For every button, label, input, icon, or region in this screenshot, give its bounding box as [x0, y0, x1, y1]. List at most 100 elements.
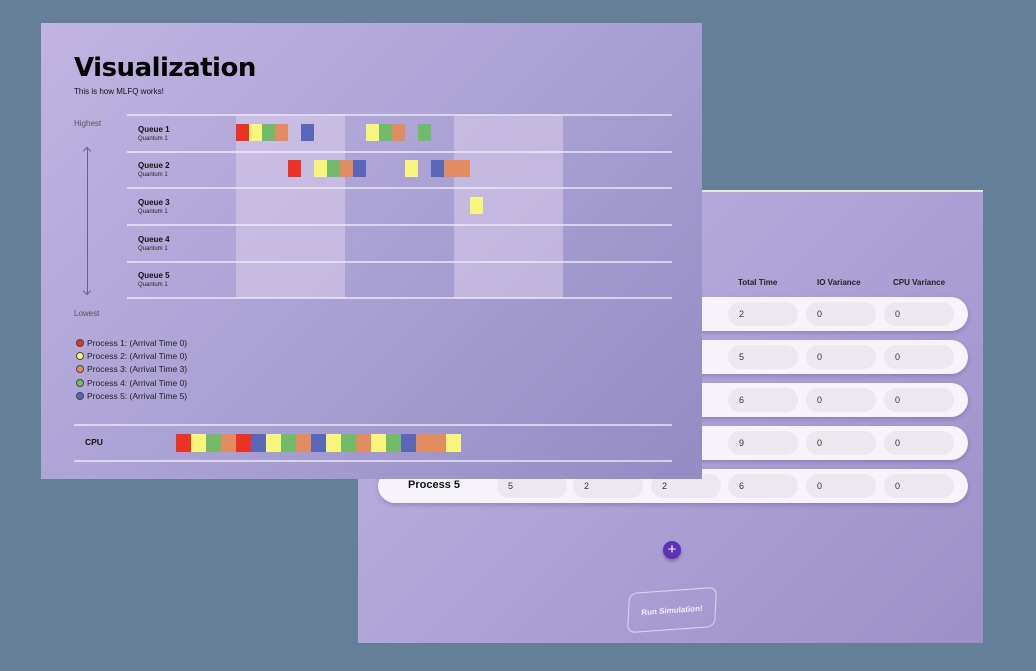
queue-name: Queue 3	[138, 198, 170, 207]
cpu-block-p2	[371, 434, 386, 452]
table-cell[interactable]: 0	[806, 345, 876, 369]
cpu-block-p2	[326, 434, 341, 452]
legend-label: Process 4: (Arrival Time 0)	[87, 377, 188, 388]
table-cell[interactable]: 0	[884, 474, 954, 498]
table-cell[interactable]: 0	[884, 431, 954, 455]
process-block-p2	[405, 160, 418, 177]
legend-item: Process 5: (Arrival Time 5)	[76, 391, 187, 401]
legend-dot-icon	[76, 339, 84, 347]
cpu-block-p5	[401, 434, 416, 452]
process-block-p4	[379, 124, 392, 141]
queue-quantum: Quantum 1	[138, 136, 168, 142]
legend-item: Process 4: (Arrival Time 0)	[76, 378, 187, 388]
queue-name: Queue 2	[138, 161, 170, 170]
cpu-block-p5	[251, 434, 266, 452]
cpu-block-p2	[191, 434, 206, 452]
process-block-p5	[301, 124, 314, 141]
process-block-p3	[340, 160, 353, 177]
process-block-p2	[470, 197, 483, 214]
process-block-p5	[353, 160, 366, 177]
cpu-label: CPU	[85, 437, 103, 447]
process-block-p2	[314, 160, 327, 177]
page-title: Visualization	[74, 53, 256, 83]
process-block-p5	[431, 160, 444, 177]
queue-divider	[127, 224, 672, 226]
cpu-block-p3	[431, 434, 446, 452]
header-cpu-variance: CPU Variance	[893, 278, 946, 287]
process-block-p1	[236, 124, 249, 141]
divider	[74, 424, 672, 426]
cpu-block-p2	[446, 434, 461, 452]
lowest-label: Lowest	[74, 309, 100, 318]
legend-label: Process 5: (Arrival Time 5)	[87, 390, 188, 401]
priority-arrow-icon	[87, 148, 88, 294]
page-subtitle: This is how MLFQ works!	[74, 87, 164, 96]
cpu-block-p4	[281, 434, 296, 452]
header-io-variance: IO Variance	[817, 278, 861, 287]
process-block-p2	[249, 124, 262, 141]
queue-name: Queue 5	[138, 271, 170, 280]
table-cell[interactable]: 0	[884, 302, 954, 326]
queue-quantum: Quantum 1	[138, 246, 168, 252]
visualization-panel: Visualization This is how MLFQ works! Hi…	[41, 23, 702, 479]
queue-name: Queue 1	[138, 125, 170, 134]
queue-divider	[127, 114, 672, 116]
legend-item: Process 3: (Arrival Time 3)	[76, 364, 187, 374]
process-block-p3	[457, 160, 470, 177]
cpu-block-p3	[221, 434, 236, 452]
queue-quantum: Quantum 1	[138, 209, 168, 215]
table-cell[interactable]: 0	[806, 431, 876, 455]
process-name: Process 5	[408, 479, 460, 491]
table-cell[interactable]: 5	[728, 345, 798, 369]
legend-item: Process 2: (Arrival Time 0)	[76, 351, 187, 361]
process-block-p3	[275, 124, 288, 141]
queue-divider	[127, 151, 672, 153]
legend-dot-icon	[76, 378, 84, 387]
table-cell[interactable]: 0	[806, 388, 876, 412]
process-block-p4	[418, 124, 431, 141]
divider	[74, 460, 672, 462]
run-simulation-button[interactable]: Run Simulation!	[626, 586, 718, 634]
legend-item: Process 1: (Arrival Time 0)	[76, 338, 187, 348]
queue-divider	[127, 261, 672, 263]
process-block-p1	[288, 160, 301, 177]
cpu-block-p4	[206, 434, 221, 452]
header-total-time: Total Time	[738, 278, 778, 287]
process-block-p2	[366, 124, 379, 141]
cpu-block-p1	[176, 434, 191, 452]
cpu-block-p2	[266, 434, 281, 452]
queue-divider	[127, 297, 672, 299]
process-block-p3	[444, 160, 457, 177]
legend-dot-icon	[76, 352, 84, 361]
cpu-block-p5	[311, 434, 326, 452]
process-block-p4	[327, 160, 340, 177]
table-cell[interactable]: 0	[806, 302, 876, 326]
cpu-block-p3	[356, 434, 371, 452]
highest-label: Highest	[74, 119, 102, 128]
queue-quantum: Quantum 1	[138, 282, 168, 288]
legend-label: Process 2: (Arrival Time 0)	[87, 351, 188, 362]
cpu-block-p3	[296, 434, 311, 452]
legend-dot-icon	[76, 391, 84, 400]
queue-quantum: Quantum 1	[138, 172, 168, 178]
table-cell[interactable]: 9	[728, 431, 798, 455]
table-cell[interactable]: 0	[884, 345, 954, 369]
cpu-block-p4	[341, 434, 356, 452]
process-block-p4	[262, 124, 275, 141]
table-cell[interactable]: 6	[728, 474, 798, 498]
queue-name: Queue 4	[138, 235, 170, 244]
process-block-p3	[392, 124, 405, 141]
cpu-block-p4	[386, 434, 401, 452]
table-cell[interactable]: 2	[728, 302, 798, 326]
queue-divider	[127, 187, 672, 189]
legend-label: Process 3: (Arrival Time 3)	[87, 364, 188, 375]
table-cell[interactable]: 6	[728, 388, 798, 412]
add-process-button[interactable]: +	[663, 541, 681, 559]
time-band	[236, 115, 345, 298]
table-cell[interactable]: 0	[884, 388, 954, 412]
legend-label: Process 1: (Arrival Time 0)	[87, 338, 188, 348]
cpu-block-p3	[416, 434, 431, 452]
legend-dot-icon	[76, 365, 84, 374]
table-cell[interactable]: 0	[806, 474, 876, 498]
